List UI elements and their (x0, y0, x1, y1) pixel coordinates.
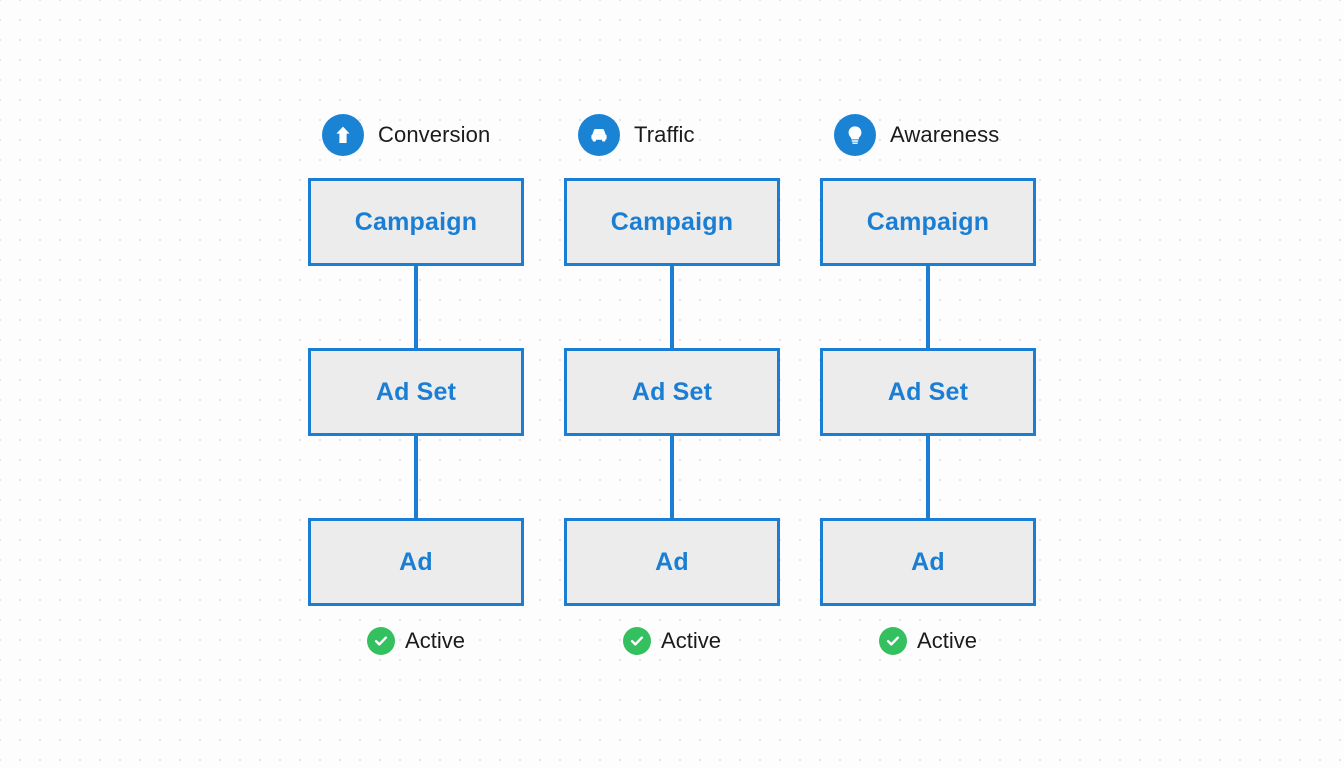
node-campaign[interactable]: Campaign (308, 178, 524, 266)
node-campaign[interactable]: Campaign (820, 178, 1036, 266)
node-ad[interactable]: Ad (820, 518, 1036, 606)
node-label: Campaign (354, 207, 478, 236)
node-ad[interactable]: Ad (308, 518, 524, 606)
node-label: Ad (911, 547, 945, 576)
objective-column-traffic: Traffic Campaign Ad Set Ad Active (564, 112, 780, 656)
status-badge: Active (623, 626, 721, 656)
objective-label: Conversion (378, 122, 491, 147)
node-label: Ad Set (375, 377, 457, 406)
lightbulb-icon (834, 114, 876, 156)
node-label: Ad Set (887, 377, 969, 406)
node-ad-set[interactable]: Ad Set (308, 348, 524, 436)
node-label: Ad Set (631, 377, 713, 406)
node-label: Campaign (610, 207, 734, 236)
objective-header-conversion: Conversion (308, 112, 524, 158)
node-campaign[interactable]: Campaign (564, 178, 780, 266)
connector-campaign-to-adset (670, 266, 674, 348)
objective-header-awareness: Awareness (820, 112, 1036, 158)
node-label: Ad (655, 547, 689, 576)
arrow-up-icon (322, 114, 364, 156)
status-badge: Active (367, 626, 465, 656)
check-circle-icon (367, 627, 396, 655)
car-icon (578, 114, 620, 156)
connector-adset-to-ad (414, 436, 418, 518)
node-label: Ad (399, 547, 433, 576)
status-badge: Active (879, 626, 977, 656)
connector-adset-to-ad (926, 436, 930, 518)
node-ad-set[interactable]: Ad Set (564, 348, 780, 436)
status-label: Active (917, 628, 977, 653)
status-label: Active (405, 628, 465, 653)
status-label: Active (661, 628, 721, 653)
node-label: Campaign (866, 207, 990, 236)
objective-column-conversion: Conversion Campaign Ad Set Ad Active (308, 112, 524, 656)
connector-campaign-to-adset (414, 266, 418, 348)
objective-label: Awareness (890, 122, 1000, 147)
check-circle-icon (623, 627, 652, 655)
node-ad[interactable]: Ad (564, 518, 780, 606)
connector-adset-to-ad (670, 436, 674, 518)
objective-header-traffic: Traffic (564, 112, 780, 158)
check-circle-icon (879, 627, 908, 655)
connector-campaign-to-adset (926, 266, 930, 348)
node-ad-set[interactable]: Ad Set (820, 348, 1036, 436)
objective-column-awareness: Awareness Campaign Ad Set Ad Active (820, 112, 1036, 656)
objective-label: Traffic (634, 122, 695, 147)
